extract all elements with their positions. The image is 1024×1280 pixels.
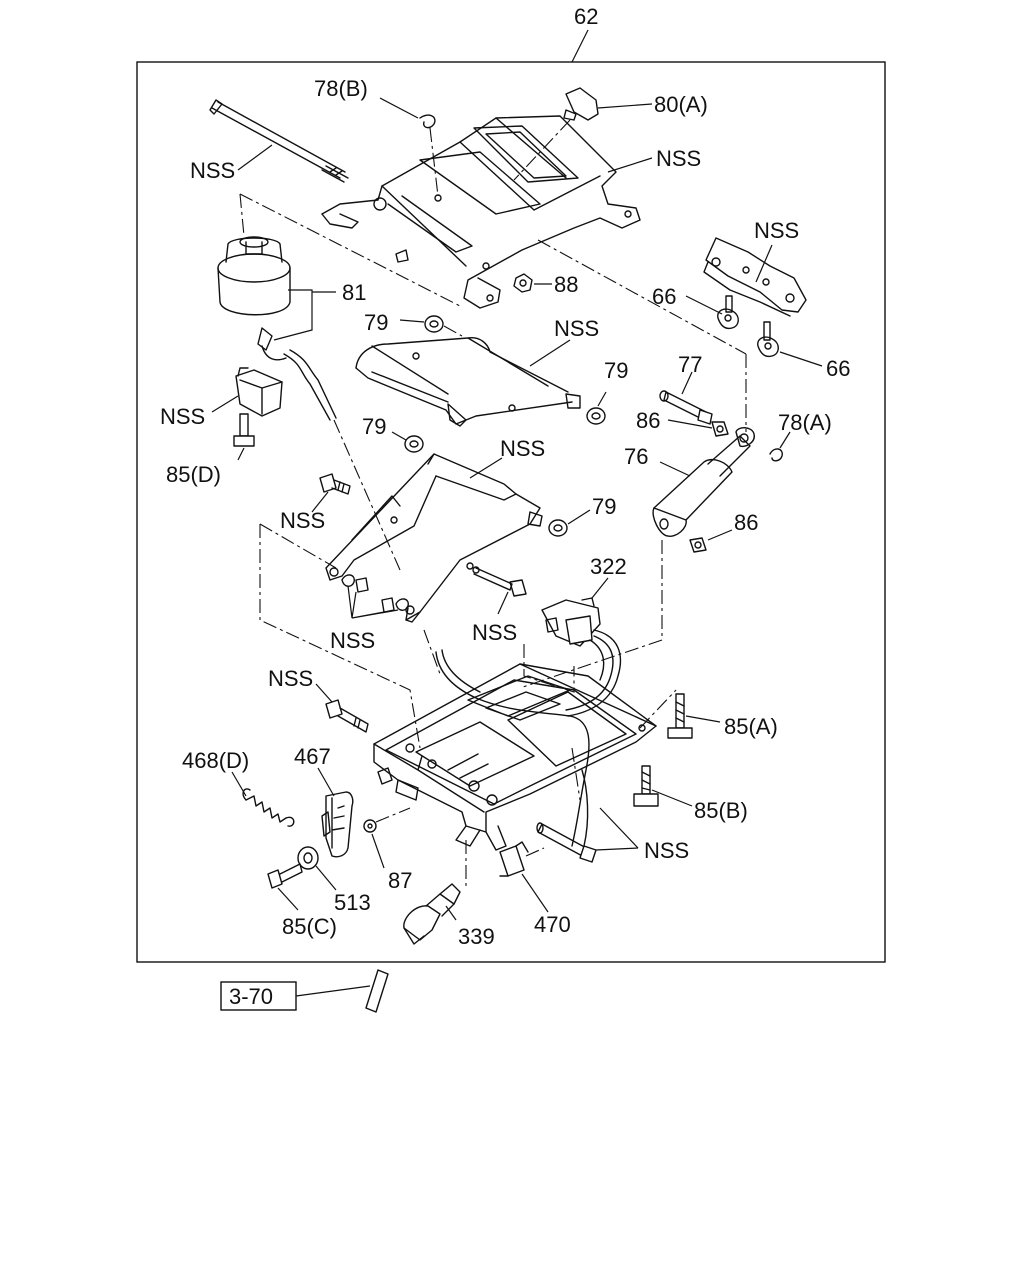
label-87: 87 [388, 868, 412, 893]
label-nss-lower-arm: NSS [500, 436, 545, 461]
label-nss-top-frame: NSS [656, 146, 701, 171]
washer-79d-part [548, 519, 568, 537]
air-hose-part [283, 349, 337, 421]
bracket-467-part [321, 791, 354, 858]
label-nss-clips: NSS [330, 628, 375, 653]
bolt-85b-part [633, 765, 659, 807]
label-339: 339 [458, 924, 495, 949]
label-nss-rod: NSS [190, 158, 235, 183]
label-80a: 80(A) [654, 92, 708, 117]
diagram-frame [136, 61, 886, 963]
right-bracket-part [703, 237, 807, 317]
washer-79b-part [586, 407, 606, 425]
lower-scissor-arm-part [325, 453, 543, 623]
label-66a: 66 [652, 284, 676, 309]
label-77: 77 [678, 352, 702, 377]
label-85d: 85(D) [166, 462, 221, 487]
label-85a: 85(A) [724, 714, 778, 739]
cap-80a-part [563, 87, 599, 121]
nut-86a-part [711, 421, 729, 437]
label-nss-bolt-left: NSS [280, 508, 325, 533]
label-85c: 85(C) [282, 914, 337, 939]
label-81: 81 [342, 280, 366, 305]
bottom-base-frame [373, 663, 657, 851]
eye-bolt-66a-part [717, 295, 739, 330]
clip-470-part [499, 841, 529, 877]
washer-79c-part [404, 435, 424, 453]
label-79c: 79 [362, 414, 386, 439]
label-nss-bottom-pin: NSS [644, 838, 689, 863]
label-76: 76 [624, 444, 648, 469]
clip-78a-part [769, 448, 783, 462]
label-86b: 86 [734, 510, 758, 535]
retaining-clips-part [341, 574, 409, 613]
label-85b: 85(B) [694, 798, 748, 823]
washer-513-part [297, 846, 319, 870]
nut-86b-part [689, 537, 707, 553]
label-nss-bracket: NSS [754, 218, 799, 243]
label-88: 88 [554, 272, 578, 297]
bolt-nss-left-part [319, 473, 351, 495]
long-rod-part [209, 99, 349, 183]
label-79b: 79 [604, 358, 628, 383]
reference-leader [295, 985, 371, 997]
clip-78b-part [419, 114, 436, 129]
upper-scissor-arm-part [355, 337, 581, 427]
label-nss-switch-bracket: NSS [160, 404, 205, 429]
reference-break-mark [365, 969, 389, 1013]
washer-87-part [363, 819, 377, 833]
label-86a: 86 [636, 408, 660, 433]
label-nss-upper-arm: NSS [554, 316, 599, 341]
base-harness-part [435, 649, 590, 847]
label-467: 467 [294, 744, 331, 769]
label-nss-base-bolt: NSS [268, 666, 313, 691]
bolt-85a-part [667, 693, 693, 739]
eye-bolt-66b-part [757, 321, 779, 358]
bolt-nss-base-part [325, 699, 369, 733]
bolt-85d-part [233, 413, 255, 447]
pin-77-part [659, 390, 713, 425]
label-66b: 66 [826, 356, 850, 381]
leader-62 [571, 29, 589, 63]
shock-absorber-76-part [652, 427, 755, 537]
switch-bracket-part [235, 367, 283, 417]
washer-79a-part [424, 315, 444, 333]
top-seat-frame [321, 115, 641, 309]
bolt-85c-part [267, 863, 303, 889]
height-switch-322-part [541, 597, 622, 717]
label-79d: 79 [592, 494, 616, 519]
label-nss-bolt-mid: NSS [472, 620, 517, 645]
label-78b: 78(B) [314, 76, 368, 101]
air-spring-81-part [217, 236, 291, 361]
bolt-nss-mid-part [472, 566, 527, 597]
label-reference: 3-70 [229, 984, 273, 1009]
nut-88-part [513, 273, 533, 293]
label-79a: 79 [364, 310, 388, 335]
spring-468d-part [242, 788, 295, 827]
pin-nss-bottom-part [536, 822, 597, 863]
fitting-339-part [403, 883, 461, 945]
label-322: 322 [590, 554, 627, 579]
label-470: 470 [534, 912, 571, 937]
label-468d: 468(D) [182, 748, 249, 773]
label-62: 62 [574, 4, 598, 29]
label-513: 513 [334, 890, 371, 915]
label-78a: 78(A) [778, 410, 832, 435]
